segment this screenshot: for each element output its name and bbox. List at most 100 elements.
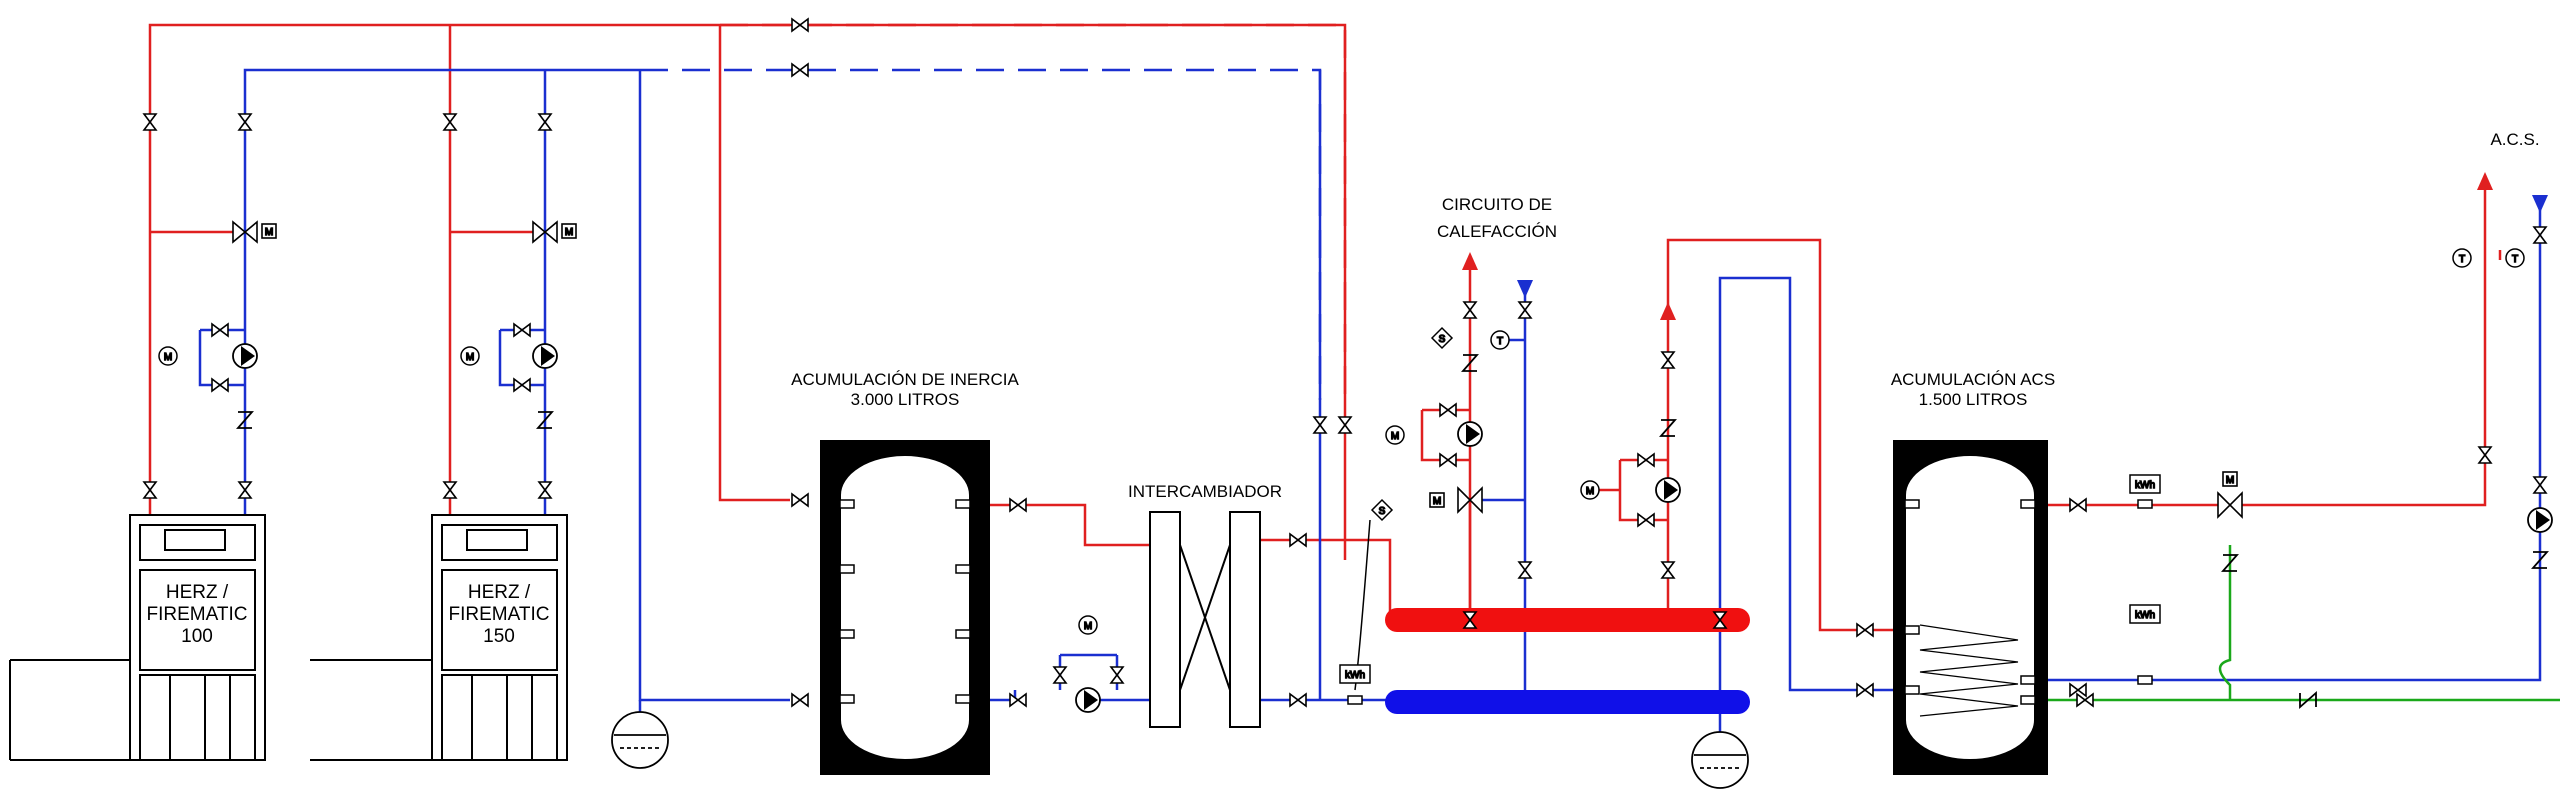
three-way-valve-icon: M [1429, 486, 1483, 514]
inertia-label-2: 3.000 LITROS [851, 390, 960, 409]
motor-icon: M [158, 346, 178, 366]
dhw-label-2: 1.500 LITROS [1919, 390, 2028, 409]
valve-icon [1052, 666, 1068, 684]
svg-text:kWh: kWh [2135, 480, 2155, 491]
valve-icon [1517, 301, 1533, 319]
isolation-valves [142, 17, 2548, 708]
recirculation-pipe [2025, 545, 2560, 702]
valve-icon [1439, 402, 1457, 418]
pump-icon [1075, 687, 1101, 713]
valve-icon [1462, 301, 1478, 319]
valve-icon [1289, 692, 1307, 708]
dhw-tank [1893, 440, 2048, 775]
energy-meter-icon: kWh [2129, 604, 2161, 685]
boiler-1-line1: HERZ / [166, 582, 229, 603]
pump-icon [1655, 477, 1681, 503]
valve-icon [2069, 682, 2087, 698]
check-valve-icon [2221, 554, 2239, 572]
exchanger-label: INTERCAMBIADOR [1128, 482, 1282, 501]
valve-icon [2069, 497, 2087, 513]
motor-icon: M [1078, 615, 1098, 635]
dhw-label-1: ACUMULACIÓN ACS [1891, 370, 2055, 389]
valve-icon [142, 113, 158, 131]
svg-text:M: M [1586, 486, 1594, 497]
check-valve-icon [2299, 691, 2317, 709]
valve-icon [513, 377, 531, 393]
thermometer-icon: T [2452, 248, 2472, 268]
energy-meter-icon: kWh [2129, 474, 2161, 509]
cold-manifold [1385, 690, 1750, 714]
svg-text:M: M [265, 227, 273, 238]
valve-icon [237, 113, 253, 131]
valve-icon [211, 377, 229, 393]
dashed-hot-link [720, 23, 1347, 400]
dashed-cold-link [640, 68, 1322, 400]
safety-valve-icon: S [1370, 498, 1394, 522]
svg-text:T: T [2512, 254, 2518, 265]
svg-text:M: M [164, 352, 172, 363]
check-valve-icon [1461, 354, 1479, 372]
valve-icon [1660, 351, 1676, 369]
cold-in-arrow-icon [1517, 280, 1533, 298]
safety-valve-icon: S [1430, 326, 1454, 350]
motor-icon: M [1385, 425, 1405, 445]
cold-water-pipes [198, 68, 2542, 740]
valve-icon [442, 481, 458, 499]
svg-text:M: M [2226, 475, 2234, 486]
check-valves [236, 354, 2549, 709]
check-valve-icon [2531, 551, 2549, 569]
expansion-vessel-icon [1691, 731, 1749, 789]
pumps [232, 343, 2553, 713]
valve-icon [791, 17, 809, 33]
valve-icon [1637, 512, 1655, 528]
acs-cold-in-arrow-icon [2532, 195, 2548, 213]
boiler-150 [310, 514, 568, 761]
valve-icon [1289, 532, 1307, 548]
valve-icon [1337, 416, 1353, 434]
hot-out-arrow-icon [1462, 252, 1478, 270]
valve-icon [537, 481, 553, 499]
valve-icon [442, 113, 458, 131]
thermometer-icon: T [2505, 248, 2525, 268]
energy-meters: kWh kWh kWh [1339, 474, 2161, 705]
valve-icon [1312, 416, 1328, 434]
svg-text:kWh: kWh [1345, 670, 1365, 681]
coil-icon [1919, 624, 2019, 717]
acs-label: A.C.S. [2490, 130, 2539, 149]
svg-text:T: T [1497, 336, 1503, 347]
boiler-2-line2: FIREMATIC [449, 604, 550, 625]
hot-riser-arrow-icon [1660, 302, 1676, 320]
valve-icon [1439, 452, 1457, 468]
energy-meter-icon: kWh [1339, 664, 1371, 705]
valve-icon [1712, 611, 1728, 629]
pump-icon [232, 343, 258, 369]
pump-icon [532, 343, 558, 369]
svg-text:S: S [1379, 506, 1386, 517]
valve-icon [2477, 446, 2493, 464]
svg-text:S: S [1439, 334, 1446, 345]
valve-icon [1660, 561, 1676, 579]
valve-icon [2532, 226, 2548, 244]
check-valve-icon [236, 411, 254, 429]
three-way-valve-icon: M [2217, 471, 2243, 519]
pump-icon [1457, 421, 1483, 447]
valve-icon [211, 322, 229, 338]
flow-arrows [1462, 172, 2548, 320]
inertia-label-1: ACUMULACIÓN DE INERCIA [791, 370, 1019, 389]
boiler-100 [9, 514, 266, 761]
valve-icon [2532, 476, 2548, 494]
three-way-valve-icon: M [232, 220, 277, 244]
valve-icon [142, 481, 158, 499]
pump-icon [2527, 507, 2553, 533]
svg-text:M: M [1084, 621, 1092, 632]
svg-text:M: M [1391, 431, 1399, 442]
hot-water-pipes [148, 23, 2502, 632]
valve-icon [1856, 622, 1874, 638]
svg-text:M: M [565, 227, 573, 238]
svg-text:M: M [1433, 496, 1441, 507]
boiler-2-line1: HERZ / [468, 582, 531, 603]
circuit-label-1: CIRCUITO DE [1442, 195, 1552, 214]
thermometer-icon: T [1490, 330, 1510, 350]
valve-icon [537, 113, 553, 131]
